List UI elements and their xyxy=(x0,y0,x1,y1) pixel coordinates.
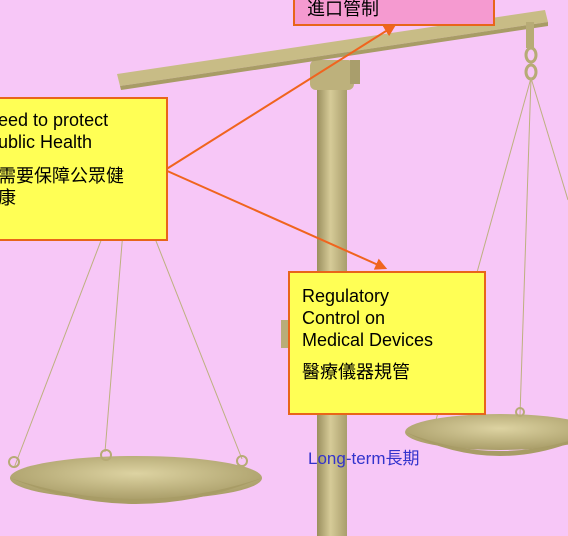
right-pan-bowl xyxy=(405,432,568,456)
scale-beam xyxy=(117,10,548,86)
left-pan-hook-2 xyxy=(100,449,112,461)
left-pan-bowl xyxy=(10,478,262,504)
import-control-text: 進口管制 xyxy=(307,0,379,19)
right-hanger-post xyxy=(526,22,534,48)
arrow-to-import-control xyxy=(164,24,397,171)
regulatory-line-4: 醫療儀器規管 xyxy=(302,362,410,382)
right-pan-hook xyxy=(515,407,525,417)
arrow-to-regulatory-control xyxy=(164,169,388,270)
right-string-3 xyxy=(530,77,568,201)
public-health-line-3: 需要保障公眾健 xyxy=(0,166,124,186)
right-string-2 xyxy=(519,77,532,416)
left-pan-hook-3 xyxy=(236,455,248,467)
right-hanger-ring-top xyxy=(524,46,538,64)
regulatory-line-3: Medical Devices xyxy=(302,330,434,350)
public-health-line-4: 康 xyxy=(0,188,16,208)
scale-beam-shade xyxy=(120,22,548,90)
scale-pole-cap xyxy=(310,60,354,90)
public-health-line-2: ublic Health xyxy=(0,132,93,152)
public-health-line-1: eed to protect xyxy=(0,110,109,130)
scale-pole-knob xyxy=(350,60,360,84)
right-hanger-ring-bottom xyxy=(524,63,538,81)
import-control-box: 進口管制 xyxy=(293,0,495,26)
left-pan xyxy=(10,456,262,500)
right-pan xyxy=(405,414,568,450)
long-term-label: Long-term長期 xyxy=(308,449,420,468)
public-health-box: eed to protect ublic Health 需要保障公眾健 康 xyxy=(0,97,168,241)
regulatory-line-2: Control on xyxy=(302,308,386,328)
regulatory-line-1: Regulatory xyxy=(302,286,390,306)
left-pan-hook-1 xyxy=(8,456,20,468)
regulatory-control-box: Regulatory Control on Medical Devices 醫療… xyxy=(288,271,486,415)
